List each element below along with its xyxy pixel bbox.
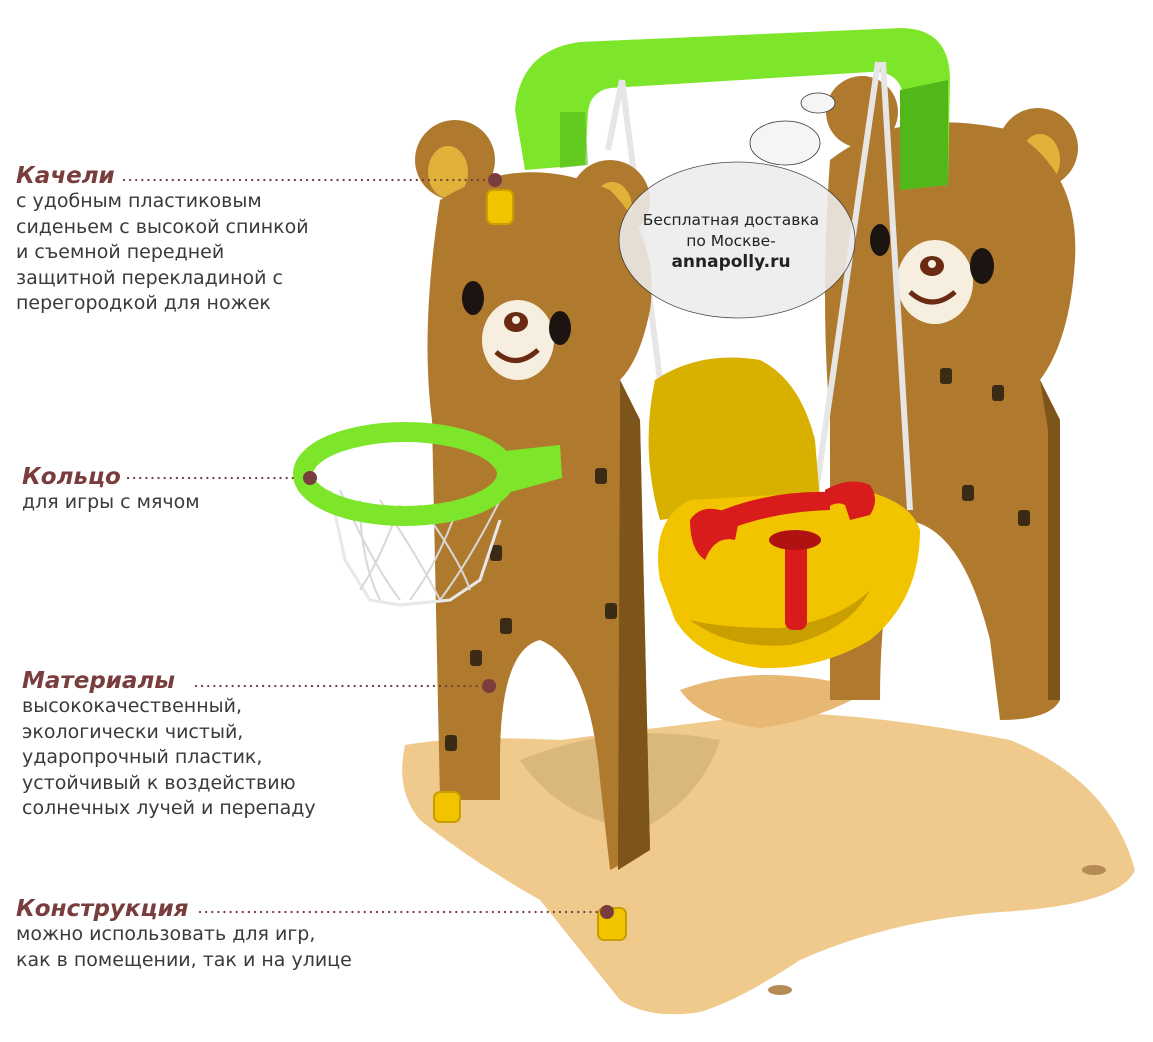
callout-swing: Качели с удобным пластиковым сиденьем с … — [16, 163, 309, 317]
callout-hoop: Кольцо для игры с мячом — [22, 464, 200, 516]
callout-construction-description: можно использовать для игр, как в помеще… — [16, 923, 352, 971]
top-crossbar — [515, 28, 950, 190]
leader-lines — [122, 178, 600, 914]
delivery-line-1: Бесплатная доставка — [642, 211, 820, 229]
callout-hoop-title: Кольцо — [22, 464, 121, 490]
thought-bubbles — [618, 92, 856, 319]
delivery-line-2: по Москве- — [686, 232, 776, 250]
basketball-hoop — [293, 422, 562, 607]
callout-swing-description: с удобным пластиковым сиденьем с высокой… — [16, 190, 309, 314]
left-bear-panel — [415, 120, 652, 941]
callout-materials-title: Материалы — [22, 668, 176, 694]
callout-materials: Материалы высококачественный, экологичес… — [22, 668, 316, 822]
swing-seat — [648, 357, 920, 669]
delivery-site-link[interactable]: annapolly.ru — [671, 252, 791, 272]
callout-hoop-description: для игры с мячом — [22, 491, 200, 513]
callout-construction: Конструкция можно использовать для игр, … — [16, 896, 352, 973]
callout-swing-title: Качели — [16, 163, 115, 189]
callout-construction-title: Конструкция — [16, 896, 189, 922]
callout-materials-description: высококачественный, экологически чистый,… — [22, 695, 316, 819]
swing-base — [402, 675, 1136, 1015]
leader-dots — [303, 173, 614, 919]
delivery-bubble: Бесплатная доставка по Москве- annapolly… — [620, 210, 842, 273]
